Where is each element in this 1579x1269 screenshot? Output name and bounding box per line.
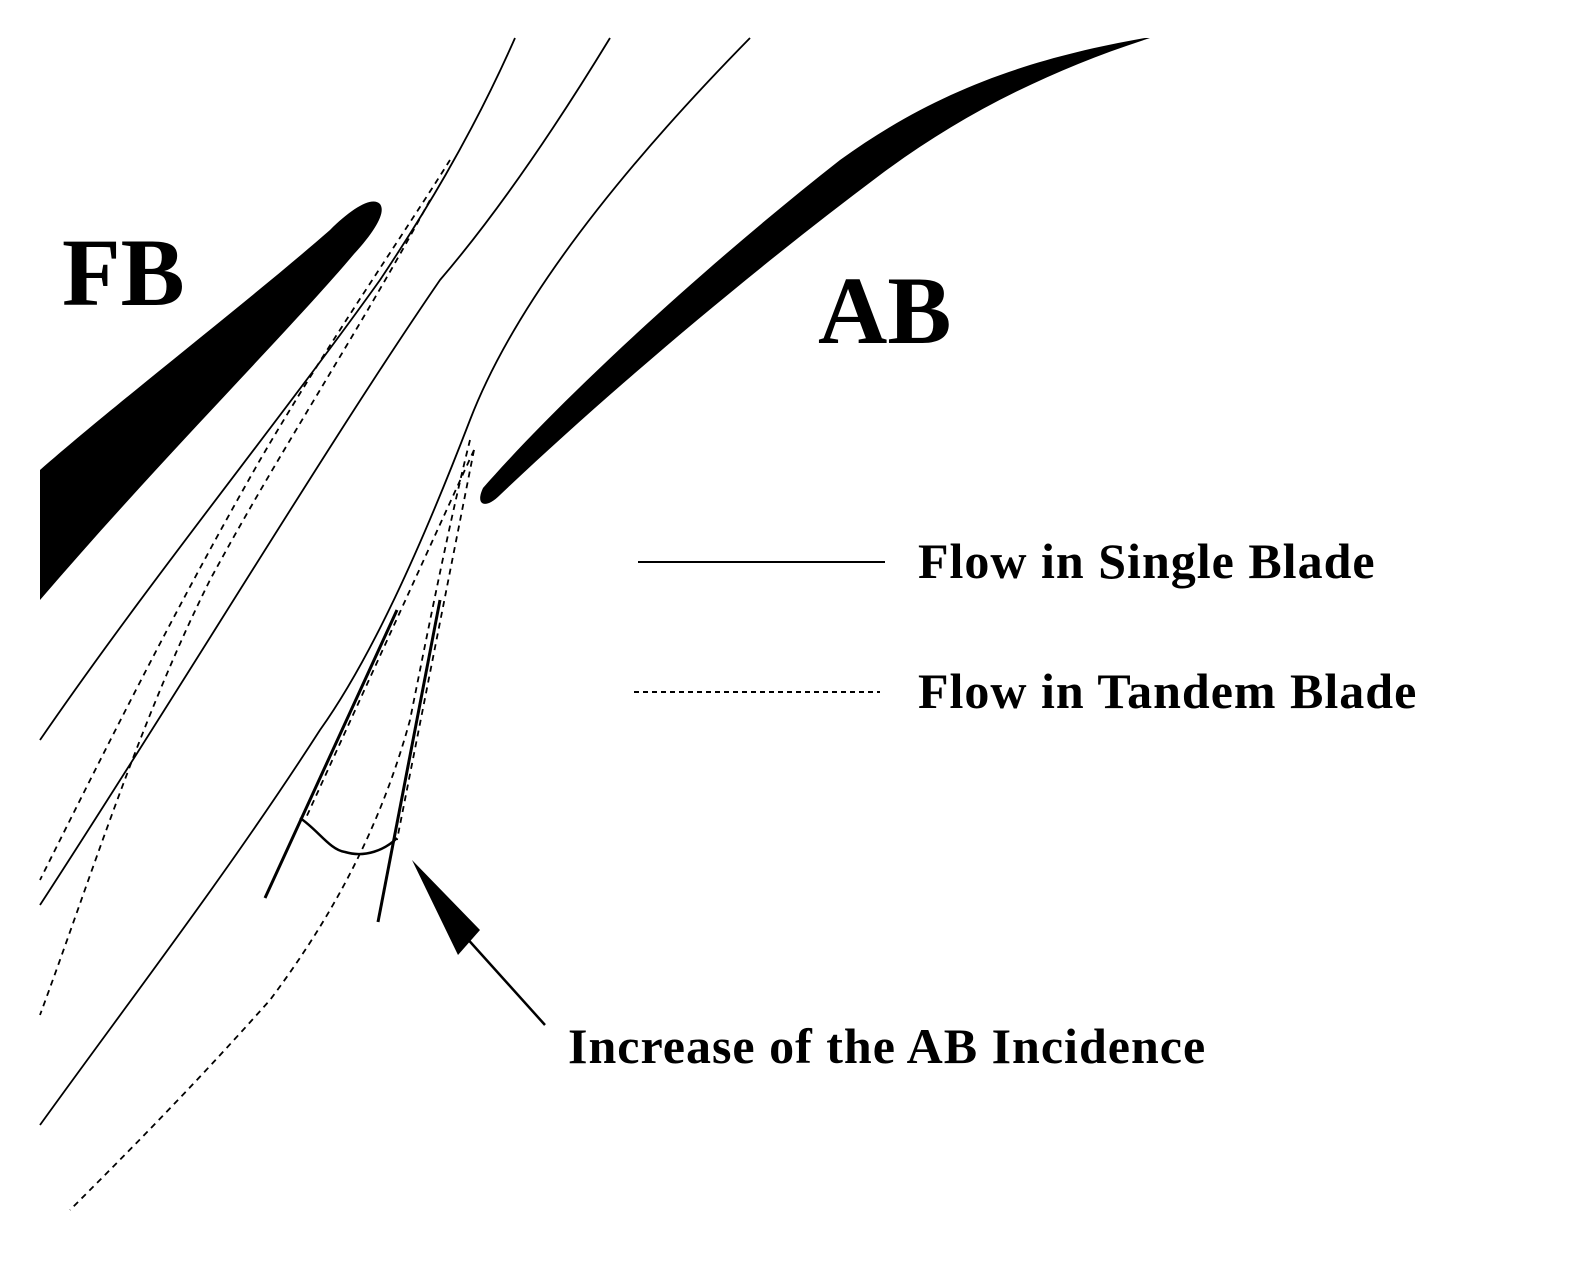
- incidence-dashed-line-right: [396, 449, 475, 841]
- front-blade-shape: [40, 201, 382, 601]
- arrowhead-icon: [412, 860, 480, 955]
- solid-streamlines: [39, 37, 751, 1126]
- solid-streamline: [39, 37, 611, 906]
- aft-blade-shape: [480, 38, 1150, 504]
- dashed-streamlines: [39, 159, 471, 1211]
- dashed-streamline: [39, 199, 431, 1016]
- aft-blade-label: AB: [818, 257, 951, 364]
- solid-streamline: [39, 37, 751, 1126]
- incidence-angle-arc: [299, 816, 398, 856]
- front-blade-label: FB: [62, 219, 185, 326]
- dashed-streamline: [69, 439, 471, 1211]
- incidence-lines: [263, 449, 475, 923]
- incidence-solid-line-right: [376, 599, 442, 923]
- incidence-dashed-line-left: [304, 449, 475, 821]
- solid-streamline: [39, 37, 516, 741]
- incidence-annotation-text: Increase of the AB Incidence: [568, 1018, 1206, 1074]
- legend-dashed-label: Flow in Tandem Blade: [918, 663, 1417, 719]
- legend-solid-label: Flow in Single Blade: [918, 533, 1376, 589]
- legend: Flow in Single Blade Flow in Tandem Blad…: [634, 533, 1417, 719]
- incidence-solid-line-left: [263, 609, 399, 899]
- annotation-arrow: [412, 860, 546, 1026]
- dashed-streamline: [39, 159, 451, 881]
